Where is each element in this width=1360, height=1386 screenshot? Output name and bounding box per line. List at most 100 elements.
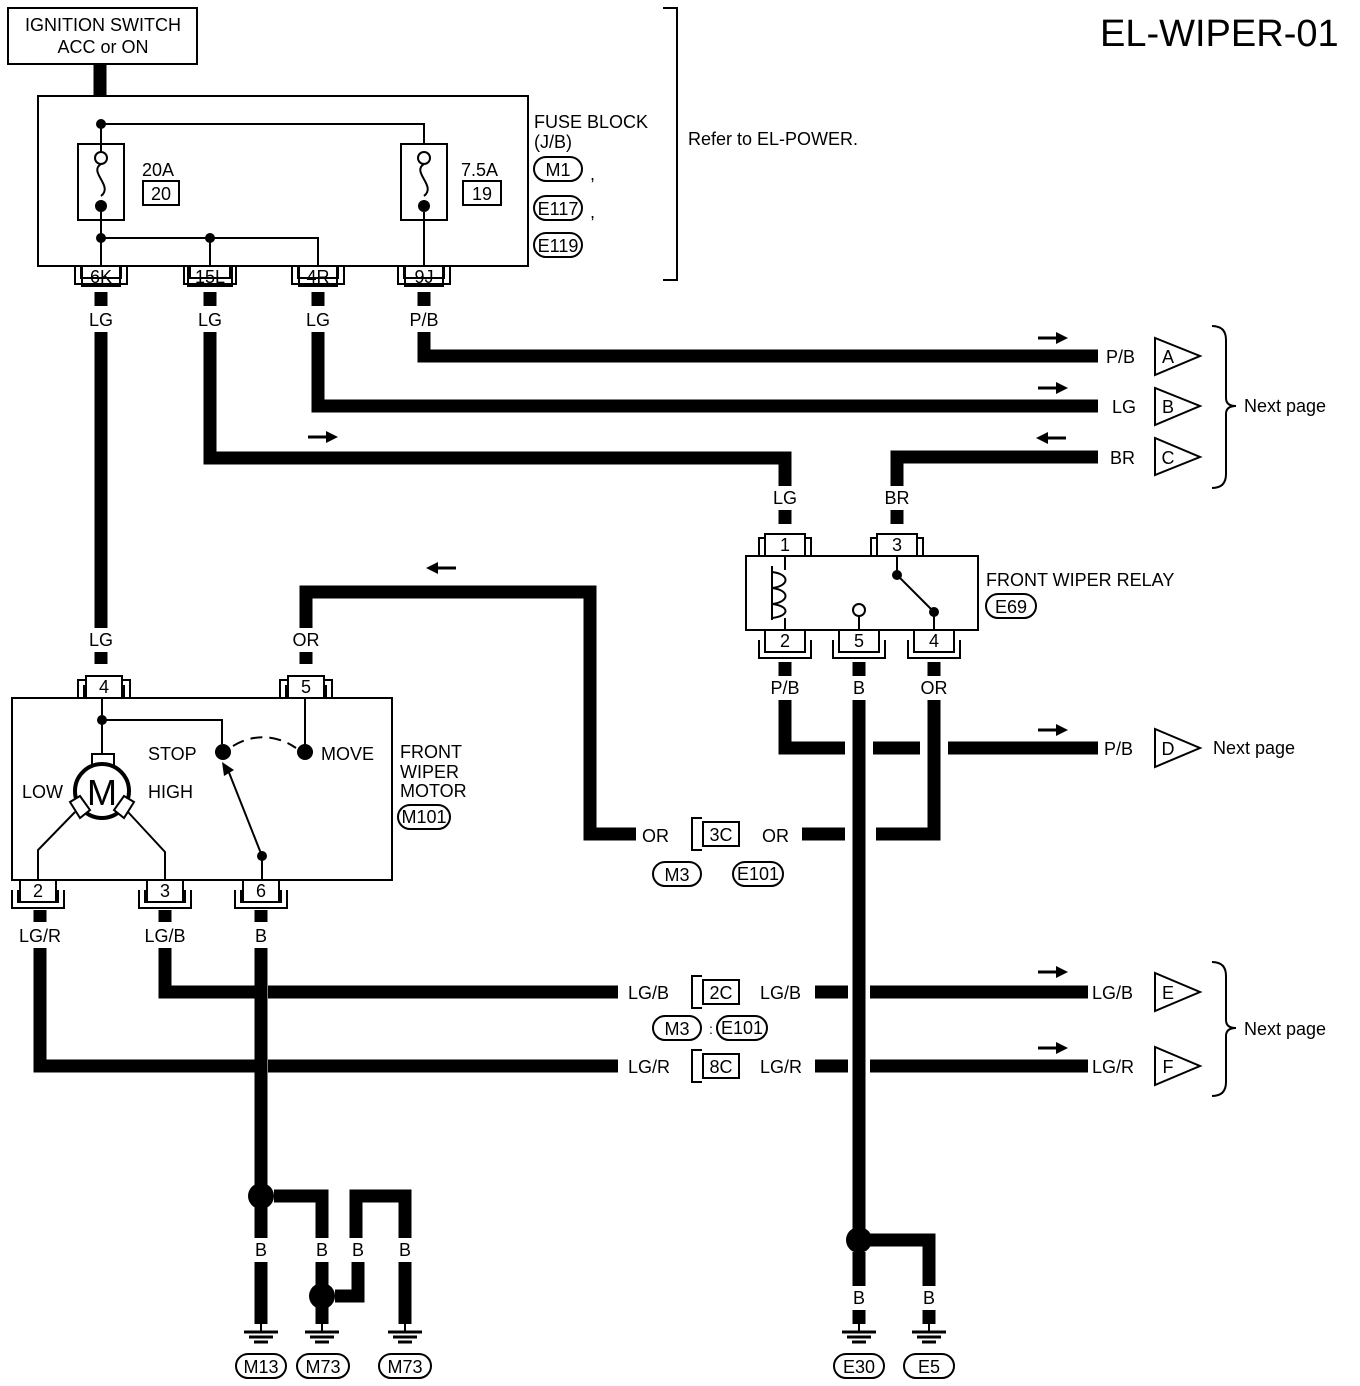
relay-bottom-wire-or: OR [921,678,948,698]
front-wiper-relay: LG BR 1 3 2 5 4 FRONT WIPER RELAY E [745,488,1174,698]
motor-label-line3: MOTOR [400,781,467,801]
ground-wire-m13: B [255,1240,267,1260]
ground-label-e5: E5 [918,1357,940,1377]
output-d: P/B D Next page [1104,727,1295,769]
fuse-block-terminals: 6K 15L 4R 9J [74,265,451,287]
c8-left-color: LG/R [628,1057,670,1077]
wire-4r-color: LG [306,310,330,330]
motor-move-label: MOVE [321,744,374,764]
c28-conn-left: M3 [664,1019,689,1039]
motor-bottom-wire-b: B [255,926,267,946]
output-f: LG/R F [1092,1045,1203,1087]
relay-connector: E69 [995,597,1027,617]
c2-pin: 2C [709,983,732,1003]
inline-connector-shared-labels: M3 : E101 [652,1015,768,1041]
ground-m73b-icon [386,1322,424,1344]
next-page-brace-abc [1211,325,1237,489]
next-page-label-ef: Next page [1244,1019,1326,1039]
c28-conn-right: E101 [721,1018,763,1038]
fuse-block-label: FUSE BLOCK [534,112,648,132]
output-a-letter: A [1162,347,1174,367]
fuse-block-jb-label: (J/B) [534,132,572,152]
inline-connector-2c: LG/B LG/B 2C [628,975,801,1009]
fuse-block-connector-e119: E119 [538,236,579,256]
output-a: P/B A [1106,336,1203,377]
motor-high-label: HIGH [148,782,193,802]
output-c: BR C [1110,436,1203,477]
motor-pin-2: 2 [33,881,43,901]
ground-label-e30: E30 [843,1357,875,1377]
output-e-color: LG/B [1092,983,1133,1003]
wire-9j-color: P/B [409,310,438,330]
output-c-letter: C [1162,448,1175,468]
fuse2-rating: 7.5A [461,160,498,180]
output-f-letter: F [1163,1057,1174,1077]
ground-wire-e5: B [923,1288,935,1308]
inline-connector-3c: OR OR 3C M3 E101 [642,817,789,887]
motor-pin-4: 4 [99,677,109,697]
relay-pin-2: 2 [780,631,790,651]
ground-wire-m73b: B [352,1240,364,1260]
motor-pin-6: 6 [256,881,266,901]
output-f-color: LG/R [1092,1057,1134,1077]
motor-top-wire-or: OR [293,630,320,650]
ground-label-m13: M13 [243,1357,278,1377]
ground-wire-m73a: B [316,1240,328,1260]
wire-6k-color: LG [89,310,113,330]
refer-note: Refer to EL-POWER. [688,129,858,149]
diagram-title: EL-WIPER-01 [1100,13,1339,55]
next-page-brace-ef [1211,961,1237,1097]
ground-wire-m73c: B [399,1240,411,1260]
output-a-color: P/B [1106,347,1135,367]
svg-text:,: , [590,202,595,222]
relay-top-wire-br: BR [884,488,909,508]
ground-wire-e30: B [853,1288,865,1308]
c3-conn-right: E101 [737,864,779,884]
fuse-block-connector-e117: E117 [538,199,579,219]
relay-pin-3: 3 [892,535,902,555]
output-b-letter: B [1162,397,1174,417]
c3-conn-left: M3 [664,865,689,885]
motor-label-line2: WIPER [400,762,459,782]
c3-pin: 3C [709,825,732,845]
motor-low-label: LOW [22,782,63,802]
ground-e30-icon [840,1322,878,1344]
relay-bottom-wire-pb: P/B [770,678,799,698]
fuse-block: 20A 20 7.5A 19 FUSE BLOCK (J/B) M1 , E11… [37,7,858,281]
motor-pin-5: 5 [301,677,311,697]
wire-15l-color: LG [198,310,222,330]
c2-right-color: LG/B [760,983,801,1003]
output-e: LG/B E [1092,971,1203,1013]
front-wiper-motor: LG OR 4 5 STOP MOVE M LOW HIGH [11,630,467,946]
ground-label-m73a: M73 [305,1357,340,1377]
motor-top-wire-lg: LG [89,630,113,650]
relay-pin-5: 5 [854,631,864,651]
fuse2-number: 19 [472,184,492,204]
next-page-label-abc: Next page [1244,396,1326,416]
relay-label: FRONT WIPER RELAY [986,570,1174,590]
output-b-color: LG [1112,397,1136,417]
motor-label-line1: FRONT [400,742,462,762]
c8-pin: 8C [709,1057,732,1077]
fuse1-rating: 20A [142,160,174,180]
ignition-switch: IGNITION SWITCH ACC or ON [7,7,198,65]
c8-right-color: LG/R [760,1057,802,1077]
c3-left-color: OR [642,826,669,846]
motor-stop-label: STOP [148,744,197,764]
fuse-block-connector-m1: M1 [545,160,570,180]
ignition-label-line1: IGNITION SWITCH [25,15,181,35]
svg-text:,: , [590,164,595,184]
motor-pin-3: 3 [160,881,170,901]
svg-text::: : [709,1021,713,1037]
ground-m13-icon [242,1322,280,1344]
relay-pin-4: 4 [929,631,939,651]
output-e-letter: E [1162,983,1174,1003]
relay-top-wire-lg: LG [773,488,797,508]
ground-m73a-icon [303,1322,341,1344]
output-b: LG B [1112,386,1203,427]
output-c-color: BR [1110,448,1135,468]
motor-bottom-wire-lgr: LG/R [19,926,61,946]
c3-right-color: OR [762,826,789,846]
output-d-letter: D [1162,739,1175,759]
